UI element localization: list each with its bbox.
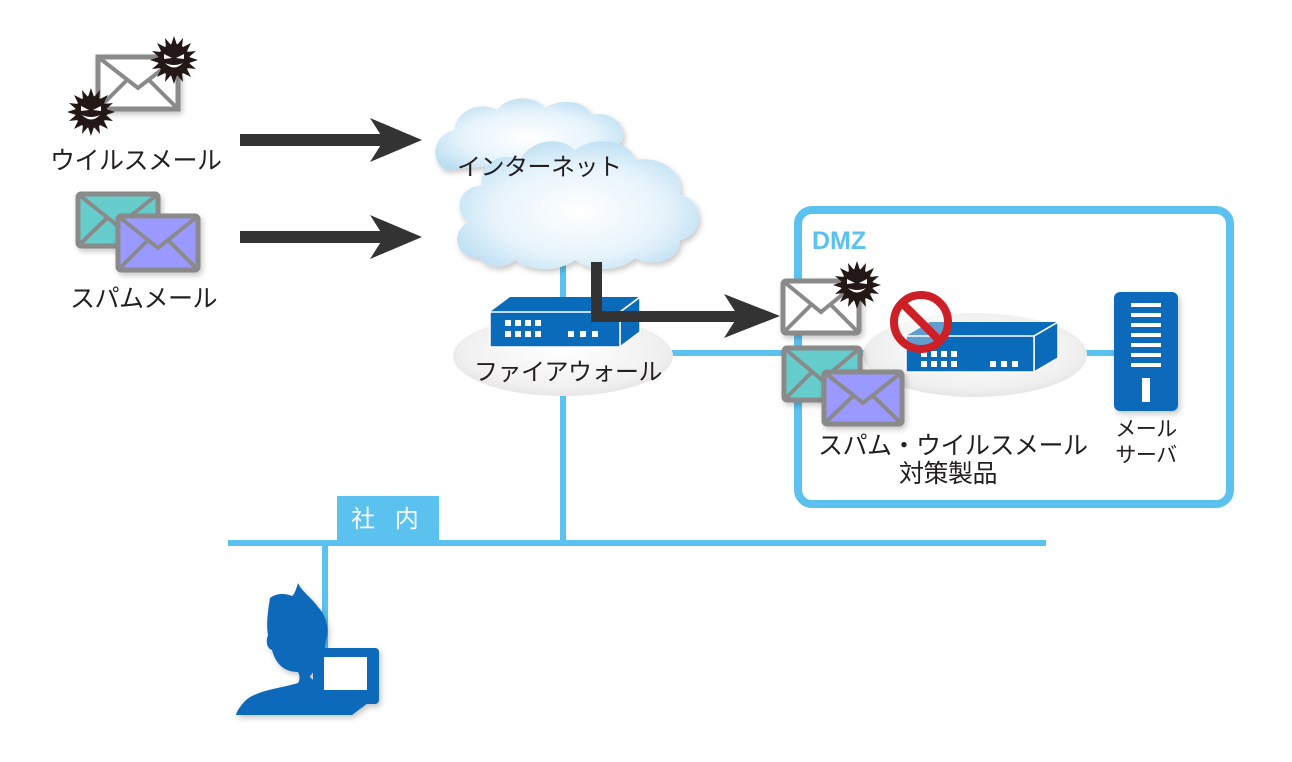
firewall-appliance-icon — [489, 295, 641, 349]
dmz-label: DMZ — [812, 227, 867, 255]
virus-envelope-icon — [67, 36, 198, 136]
filter-product-label-line2: 対策製品 — [898, 459, 998, 488]
spam-mail-label: スパムメール — [70, 284, 218, 313]
filter-product-label: スパム・ウイルスメール 対策製品 — [818, 431, 1088, 488]
internet-label: インターネット — [457, 153, 622, 181]
arrow-internet-to-dmz — [591, 262, 780, 338]
server-icon — [1114, 292, 1178, 411]
arrow-virus-to-internet — [240, 118, 422, 162]
prohibited-icon — [890, 291, 952, 353]
virus-bug-icon — [67, 88, 115, 136]
cloud-icon — [435, 98, 699, 269]
virus-bug-icon — [150, 36, 198, 84]
spam-envelopes-icon — [75, 191, 201, 273]
mail-server-label-line2: サーバ — [1115, 443, 1177, 467]
filter-appliance-icon — [905, 320, 1059, 374]
mail-server-label-line1: メール — [1115, 417, 1177, 441]
arrow-spam-to-internet — [240, 215, 422, 259]
incoming-spam-envelopes-icon — [781, 345, 905, 427]
internal-network-tag: 社 内 — [337, 496, 439, 542]
firewall-label: ファイアウォール — [474, 358, 663, 386]
incoming-virus-envelope-icon — [780, 261, 881, 336]
virus-mail-label: ウイルスメール — [50, 146, 222, 175]
virus-bug-icon — [833, 261, 881, 309]
mail-server-label: メール サーバ — [1106, 416, 1186, 468]
user-with-laptop-icon — [236, 583, 379, 715]
filter-product-label-line1: スパム・ウイルスメール — [818, 431, 1088, 460]
